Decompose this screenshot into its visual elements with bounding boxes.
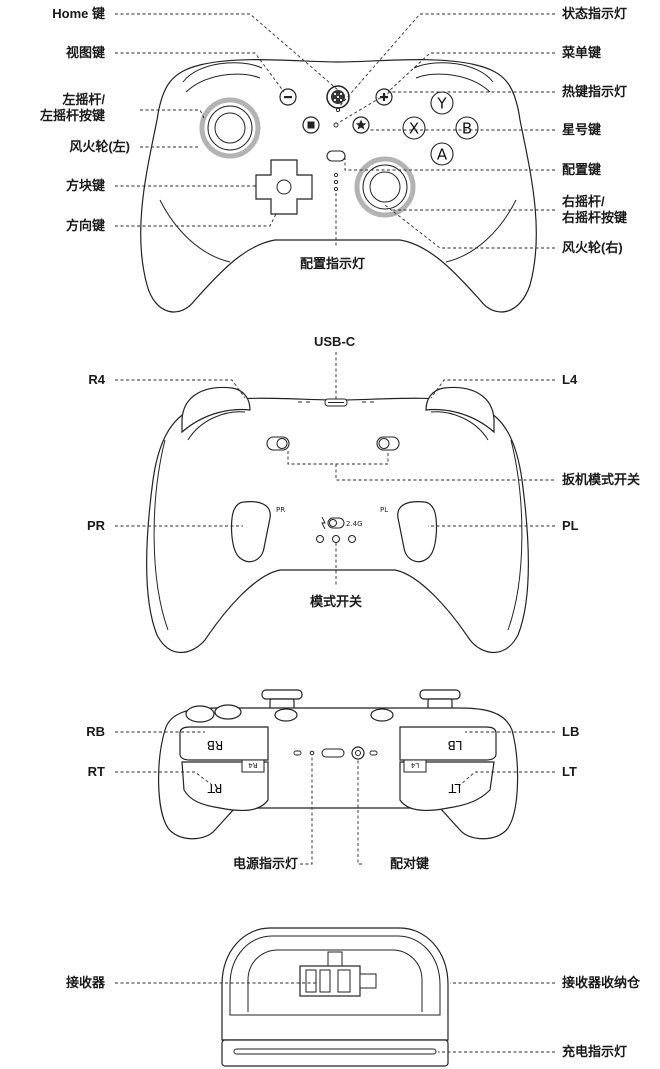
top-view: R4 RB RT L4 LB LT xyxy=(115,689,555,865)
label-receiver: 接收器 xyxy=(65,975,105,990)
label-receiver-storage: 接收器收纳仓 xyxy=(562,975,641,990)
label-wind-fire-left: 风火轮(左) xyxy=(69,139,130,154)
y-button-label: Y xyxy=(436,95,447,113)
lt-trigger[interactable] xyxy=(399,761,495,811)
config-leds xyxy=(333,172,339,192)
trigger-mode-switch-right[interactable] xyxy=(376,436,400,451)
label-pr: PR xyxy=(86,518,105,533)
label-charge-led: 充电指示灯 xyxy=(562,1044,628,1059)
a-button-label: A xyxy=(437,146,448,164)
top-usbc-port xyxy=(321,748,345,758)
lb-bumper[interactable] xyxy=(399,726,497,761)
r4-button[interactable] xyxy=(241,759,265,773)
label-right-stick: 右摇杆/ 右摇杆按键 xyxy=(562,194,627,226)
label-left-stick-line1: 左摇杆/ xyxy=(62,92,105,107)
label-right-stick-line2: 右摇杆按键 xyxy=(562,210,628,225)
right-stick-ring[interactable] xyxy=(354,156,416,218)
hotkey-led xyxy=(333,122,339,128)
svg-text:RB: RB xyxy=(207,738,224,752)
b-button[interactable] xyxy=(455,116,479,140)
charge-led-bar xyxy=(233,1048,437,1055)
status-led xyxy=(335,107,341,113)
label-left-stick-line2: 左摇杆按键 xyxy=(39,108,105,123)
label-r4: R4 xyxy=(88,372,105,387)
svg-text:R4: R4 xyxy=(248,761,258,769)
label-left-stick: 左摇杆/ 左摇杆按键 xyxy=(40,92,105,124)
pair-key[interactable] xyxy=(351,746,365,760)
receiver xyxy=(299,951,377,997)
left-stick-ring[interactable] xyxy=(199,97,261,159)
label-home-key: Home 键 xyxy=(52,6,105,21)
label-pair-key: 配对键 xyxy=(390,856,430,871)
front-view: Y X B A xyxy=(115,13,555,313)
label-trigger-mode-switch: 扳机模式开关 xyxy=(562,472,641,487)
star-icon xyxy=(355,119,367,130)
pl-paddle-mark: PL xyxy=(380,506,388,514)
label-status-led: 状态指示灯 xyxy=(562,6,628,21)
rt-trigger[interactable] xyxy=(181,761,269,811)
face-buttons: Y X B A xyxy=(402,91,479,166)
pr-paddle[interactable] xyxy=(230,501,271,563)
mode-switch[interactable]: 2.4G xyxy=(321,516,363,530)
label-lt: LT xyxy=(562,764,577,779)
power-led xyxy=(293,750,302,756)
dpad[interactable] xyxy=(255,159,313,215)
mode-switch-leds xyxy=(316,535,356,543)
l4-button[interactable] xyxy=(403,759,427,773)
svg-text:LT: LT xyxy=(448,781,461,795)
a-button[interactable] xyxy=(430,142,454,166)
label-dpad: 方向键 xyxy=(65,218,105,233)
trigger-mode-switch-left[interactable] xyxy=(266,436,290,451)
label-config-key: 配置键 xyxy=(562,162,602,177)
label-l4: L4 xyxy=(562,372,578,387)
svg-text:RT: RT xyxy=(207,781,222,795)
label-wind-fire-right: 风火轮(右) xyxy=(562,240,623,255)
dock-view xyxy=(115,927,555,1067)
config-button[interactable] xyxy=(326,150,346,162)
home-icon xyxy=(333,92,343,102)
b-button-label: B xyxy=(462,120,472,138)
label-square-key: 方块键 xyxy=(65,178,105,193)
label-star-key: 星号键 xyxy=(562,122,602,137)
back-view: PR PL 2.4G xyxy=(115,352,555,653)
switch-24g-mark: 2.4G xyxy=(346,520,363,528)
rb-bumper[interactable] xyxy=(179,726,269,761)
pl-paddle[interactable] xyxy=(397,501,438,563)
label-right-stick-line1: 右摇杆/ xyxy=(562,194,605,209)
label-view-key: 视图键 xyxy=(65,45,105,60)
label-config-led: 配置指示灯 xyxy=(300,256,366,271)
label-hotkey-led: 热键指示灯 xyxy=(562,84,628,99)
label-rb: RB xyxy=(86,724,105,739)
x-button[interactable] xyxy=(402,116,426,140)
label-menu-key: 菜单键 xyxy=(562,45,602,60)
label-mode-switch: 模式开关 xyxy=(310,594,363,609)
label-rt: RT xyxy=(87,764,105,779)
label-lb: LB xyxy=(562,724,580,739)
label-power-led: 电源指示灯 xyxy=(232,856,298,871)
label-pl: PL xyxy=(562,518,579,533)
label-usbc: USB-C xyxy=(314,334,356,349)
pr-paddle-mark: PR xyxy=(276,506,285,514)
svg-text:L4: L4 xyxy=(410,761,419,769)
x-button-label: X xyxy=(409,120,419,138)
svg-text:LB: LB xyxy=(448,738,463,752)
